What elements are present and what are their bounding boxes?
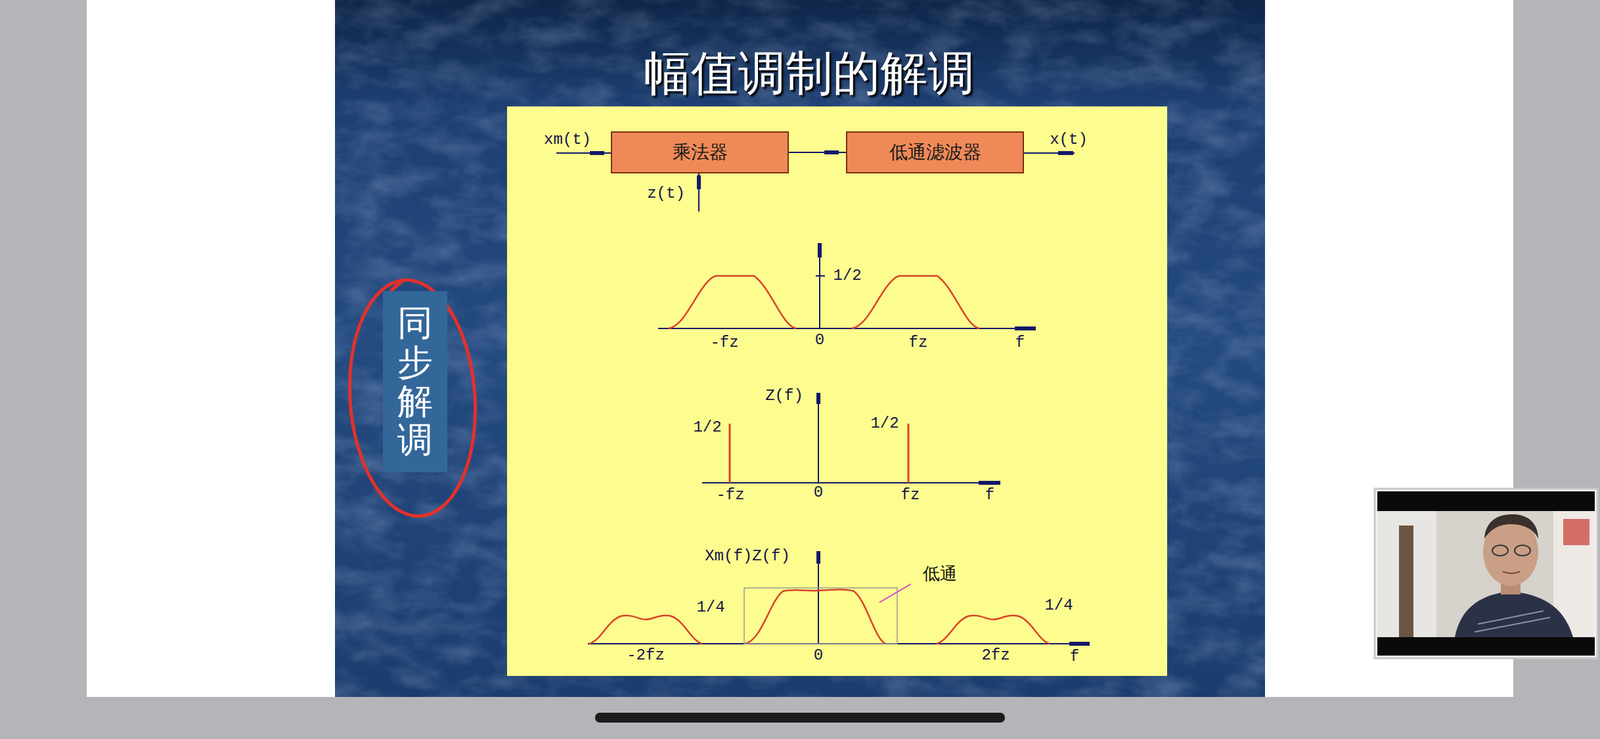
amplitude-axis bbox=[817, 551, 820, 644]
annotation-stroke-tail bbox=[391, 281, 402, 291]
axis-tick bbox=[815, 275, 825, 277]
spectrum-curve bbox=[668, 275, 797, 329]
amplitude-value: 1/4 bbox=[696, 599, 725, 617]
axis-end bbox=[817, 243, 822, 258]
spectral-line bbox=[729, 423, 732, 483]
lowpass-filter-box: 低通滤波器 bbox=[845, 131, 1024, 174]
spectrum-curve bbox=[744, 589, 887, 644]
slide-title: 幅值调制的解调 bbox=[643, 49, 975, 97]
axis-end bbox=[1069, 641, 1090, 646]
signal-connector bbox=[788, 152, 846, 154]
node-label: 乘法器 bbox=[672, 141, 728, 164]
glasses-lens bbox=[1492, 545, 1509, 556]
amplitude-axis bbox=[819, 243, 821, 329]
presenter-mouth bbox=[1502, 571, 1520, 574]
axis-tick-label: -2fz bbox=[626, 646, 665, 665]
carrier-wire bbox=[698, 173, 700, 212]
amplitude-value: 1/2 bbox=[832, 267, 862, 285]
glasses-lens bbox=[1514, 545, 1531, 556]
presenter-hair bbox=[1484, 514, 1539, 539]
node-label: 低通滤波器 bbox=[889, 141, 982, 164]
thumbnail-letterbox bbox=[1377, 491, 1595, 656]
room-wall-light bbox=[1377, 511, 1437, 638]
axis-tick-label: 0 bbox=[813, 484, 823, 502]
spectrum-curve bbox=[936, 615, 1050, 644]
axis-tick-label: 0 bbox=[815, 331, 825, 349]
axis-tick-label: -fz bbox=[715, 486, 745, 504]
connector-stub bbox=[824, 150, 839, 155]
filter-note: 低通 bbox=[922, 564, 957, 584]
amplitude-axis bbox=[817, 392, 820, 483]
output-wire-stub bbox=[1058, 151, 1074, 156]
leader-line bbox=[879, 583, 912, 603]
annotation-circle bbox=[342, 275, 484, 521]
amplitude-value: 1/2 bbox=[870, 415, 899, 433]
amplitude-value: 1/2 bbox=[692, 419, 722, 437]
axis-name: f bbox=[1069, 648, 1080, 666]
node-label: 同步解调 bbox=[397, 303, 433, 460]
frequency-axis bbox=[702, 482, 1001, 484]
amplitude-value: 1/4 bbox=[1044, 597, 1073, 615]
door-frame bbox=[1399, 525, 1414, 638]
axis-name: f bbox=[1015, 334, 1025, 352]
slide-texture bbox=[334, 0, 1266, 697]
shelf-item bbox=[1563, 518, 1590, 546]
axis-end bbox=[1014, 326, 1036, 331]
axis-name: Z(f) bbox=[765, 387, 804, 405]
multiplier-box: 乘法器 bbox=[610, 131, 789, 174]
axis-end bbox=[816, 551, 821, 564]
slide-background bbox=[334, 0, 1266, 697]
page-area bbox=[86, 0, 1514, 697]
axis-tick-label: fz bbox=[909, 334, 929, 352]
signal-name: z(t) bbox=[646, 185, 686, 203]
video-thumbnail bbox=[1374, 488, 1598, 659]
spectral-line bbox=[907, 423, 910, 483]
method-tag: 同步解调 bbox=[382, 290, 448, 473]
home-indicator bbox=[595, 712, 1005, 723]
figure-panel bbox=[507, 106, 1168, 676]
input-wire bbox=[556, 152, 611, 154]
shirt-stripe bbox=[1474, 610, 1551, 632]
lowpass-window bbox=[744, 587, 898, 644]
room-wall bbox=[1377, 511, 1595, 638]
spectrum-curve bbox=[589, 615, 703, 644]
input-wire-stub bbox=[589, 151, 605, 156]
spectrum-curve bbox=[851, 275, 980, 329]
axis-tick-label: fz bbox=[901, 486, 921, 504]
output-wire bbox=[1023, 152, 1075, 154]
axis-tick-label: -fz bbox=[710, 334, 739, 352]
signal-name: xm(t) bbox=[543, 131, 592, 149]
axis-tick-label: 2fz bbox=[981, 646, 1010, 665]
presenter-body bbox=[1454, 591, 1574, 638]
axis-tick-label: 0 bbox=[813, 646, 823, 665]
signal-name: x(t) bbox=[1049, 131, 1088, 149]
thumbnail-frame bbox=[1374, 488, 1598, 659]
axis-end bbox=[978, 480, 1001, 485]
axis-name: f bbox=[985, 486, 995, 504]
carrier-wire-stub bbox=[696, 175, 701, 190]
connector-line bbox=[788, 151, 846, 154]
axis-end bbox=[816, 392, 821, 404]
axis-name: Xm(f)Z(f) bbox=[704, 547, 791, 565]
